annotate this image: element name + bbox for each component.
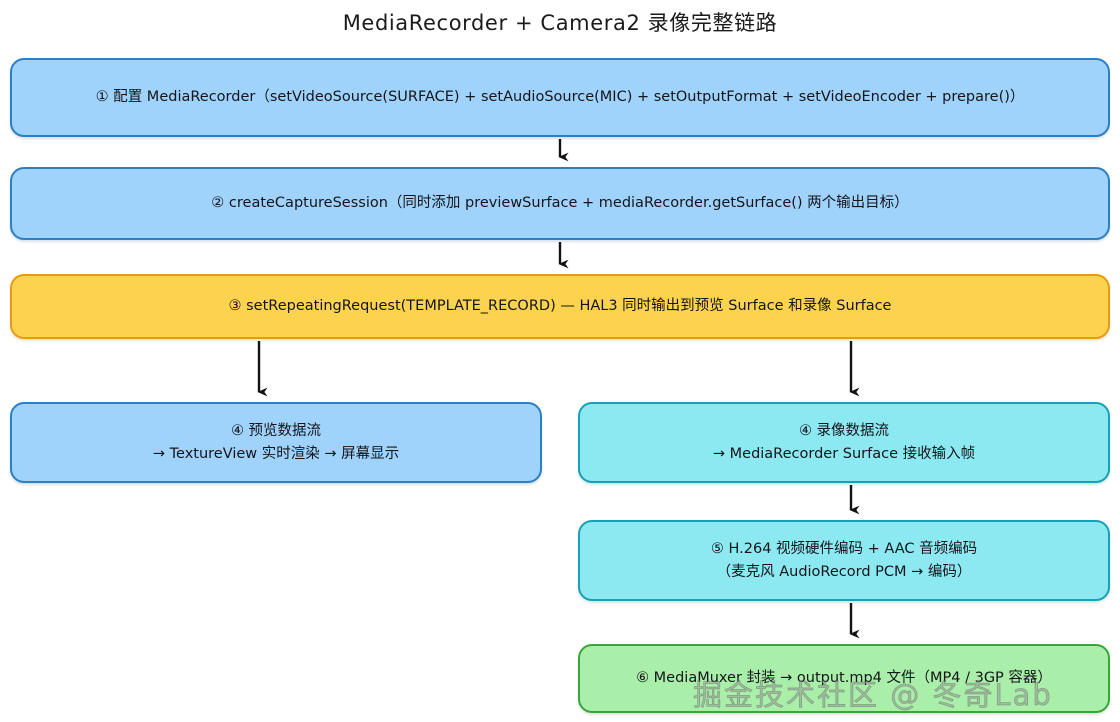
node-step2-line1: ② createCaptureSession（同时添加 previewSurfa… (211, 195, 909, 212)
node-step5-line2: （麦克风 AudioRecord PCM → 编码） (716, 563, 972, 580)
node-step4-preview-line2: → TextureView 实时渲染 → 屏幕显示 (152, 445, 400, 462)
node-step3-line1: ③ setRepeatingRequest(TEMPLATE_RECORD) —… (228, 298, 892, 315)
node-step6-mediamuxer[interactable]: ⑥ MediaMuxer 封装 → output.mp4 文件（MP4 / 3G… (578, 644, 1110, 713)
node-step4-preview-line1: ④ 预览数据流 (230, 423, 322, 440)
node-step5-encoding[interactable]: ⑤ H.264 视频硬件编码 + AAC 音频编码 （麦克风 AudioReco… (578, 520, 1110, 601)
node-step3-set-repeating-request[interactable]: ③ setRepeatingRequest(TEMPLATE_RECORD) —… (10, 274, 1110, 339)
node-step6-line1: ⑥ MediaMuxer 封装 → output.mp4 文件（MP4 / 3G… (636, 670, 1052, 687)
node-step1-configure-mediarecorder[interactable]: ① 配置 MediaRecorder（setVideoSource(SURFAC… (10, 58, 1110, 137)
node-step2-create-capture-session[interactable]: ② createCaptureSession（同时添加 previewSurfa… (10, 167, 1110, 240)
diagram-title: MediaRecorder + Camera2 录像完整链路 (342, 11, 778, 35)
node-step1-line1: ① 配置 MediaRecorder（setVideoSource(SURFAC… (95, 89, 1025, 106)
node-step4-record-stream[interactable]: ④ 录像数据流 → MediaRecorder Surface 接收输入帧 (578, 402, 1110, 483)
node-step4-record-line2: → MediaRecorder Surface 接收输入帧 (712, 445, 976, 462)
node-step4-preview-stream[interactable]: ④ 预览数据流 → TextureView 实时渲染 → 屏幕显示 (10, 402, 542, 483)
node-step4-record-line1: ④ 录像数据流 (798, 423, 890, 440)
node-step5-line1: ⑤ H.264 视频硬件编码 + AAC 音频编码 (710, 541, 978, 558)
